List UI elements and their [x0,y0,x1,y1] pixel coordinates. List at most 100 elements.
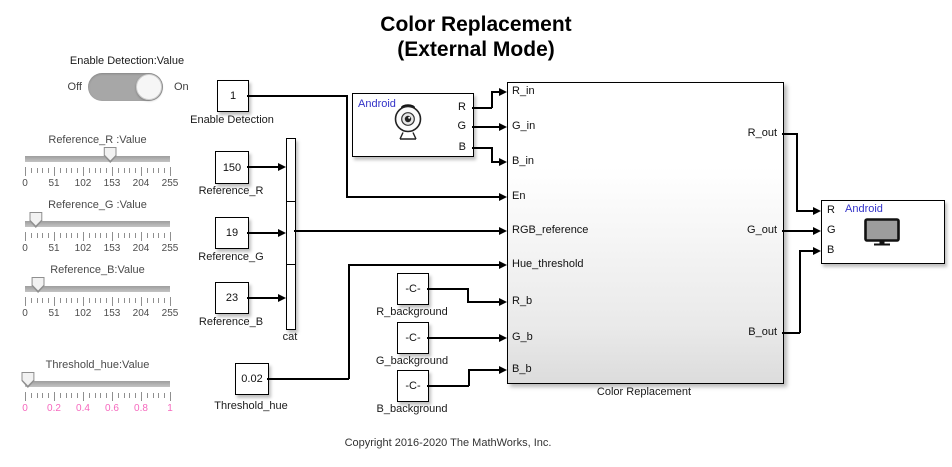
cr-port-b-b: B_b [512,363,532,375]
wire-segment [472,107,492,109]
tick-mark [71,393,73,398]
tick-label: 204 [132,308,150,319]
wire-arrowhead [813,246,821,255]
wire-segment [799,250,801,333]
reference-b-block[interactable]: 23 [215,282,249,314]
threshold-hue-block-label: Threshold_hue [214,400,288,412]
reference-g-block[interactable]: 19 [215,217,249,249]
tick-mark [65,233,67,238]
g-background-block[interactable]: -C- [397,322,429,354]
slider-thumb[interactable] [31,277,45,293]
tick-mark [54,297,55,306]
tick-mark [135,393,137,398]
wire-segment [491,147,493,162]
wire-segment [348,264,499,266]
reference-b-block-label: Reference_B [198,316,264,328]
tick-mark [158,298,160,303]
enable-detection-block[interactable]: 1 [217,80,249,112]
slider-thumb[interactable] [29,212,43,228]
tick-mark [65,393,67,398]
toggle-off-label: Off [67,81,82,93]
wire-arrowhead [278,228,286,237]
slider-track[interactable] [25,156,170,162]
camera-port-r: R [458,101,466,113]
tick-mark [83,392,84,401]
wire-segment [346,196,499,198]
wire-segment [247,166,278,168]
camera-port-g: G [457,120,466,132]
r-background-block[interactable]: -C- [397,273,429,305]
display-port-g: G [827,224,836,236]
tick-mark [71,233,73,238]
wire-segment [796,210,813,212]
tick-mark [158,168,160,173]
wire-segment [267,378,349,380]
tick-mark [59,393,61,398]
reference-r-block[interactable]: 150 [215,151,249,184]
cr-port-b-out: B_out [748,326,777,338]
wire-segment [472,126,499,128]
slider-thumb[interactable] [103,147,117,163]
b-background-block[interactable]: -C- [397,370,429,402]
wire-arrowhead [813,226,821,235]
slider-ticks [25,297,171,307]
cat-block-label: cat [282,331,298,343]
toggle-knob[interactable] [136,74,162,100]
display-port-r: R [827,204,835,216]
tick-label: 51 [48,178,60,189]
tick-mark [30,393,32,398]
tick-mark [146,168,148,173]
wire-arrowhead [499,226,507,235]
tick-mark [36,298,38,303]
cat-block[interactable] [286,138,296,330]
tick-mark [65,298,67,303]
color-replacement-block-label: Color Replacement [596,386,692,398]
enable-detection-toggle[interactable] [88,73,163,101]
r-background-block-label: R_background [376,306,448,318]
tick-label: 0.4 [76,403,90,414]
block-value: -C- [405,332,421,344]
tick-mark [25,232,26,241]
tick-mark [164,393,166,398]
wire-segment [247,297,278,299]
block-value: 19 [225,227,239,239]
tick-mark [36,233,38,238]
slider-track[interactable] [25,221,170,227]
tick-label: 0 [22,178,28,189]
tick-mark [71,168,73,173]
tick-mark [48,168,50,173]
tick-mark [88,233,90,238]
wire-arrowhead [278,162,286,171]
camera-port-b: B [458,141,466,153]
toggle-label: Enable Detection:Value [69,55,185,67]
enable-detection-block-label: Enable Detection [190,114,274,126]
tick-mark [129,168,131,173]
tick-mark [170,297,171,306]
cr-port-g-in: G_in [512,120,536,132]
tick-label: 0 [22,243,28,254]
wire-segment [796,133,798,211]
color-replacement-block[interactable] [507,82,784,384]
slider-track[interactable] [25,381,170,387]
tick-mark [77,393,79,398]
tick-mark [42,393,44,398]
toggle-on-label: On [174,81,189,93]
slider-thumb[interactable] [21,372,35,388]
tick-label: 0.8 [134,403,148,414]
tick-mark [141,297,142,306]
wire-segment [491,161,499,163]
tick-mark [141,392,142,401]
tick-mark [117,233,119,238]
tick-mark [164,168,166,173]
tick-mark [135,168,137,173]
tick-mark [146,233,148,238]
threshold-hue-block[interactable]: 0.02 [235,363,269,395]
slider-track[interactable] [25,286,170,292]
wire-segment [782,332,800,334]
cr-port-r-b: R_b [512,295,533,307]
